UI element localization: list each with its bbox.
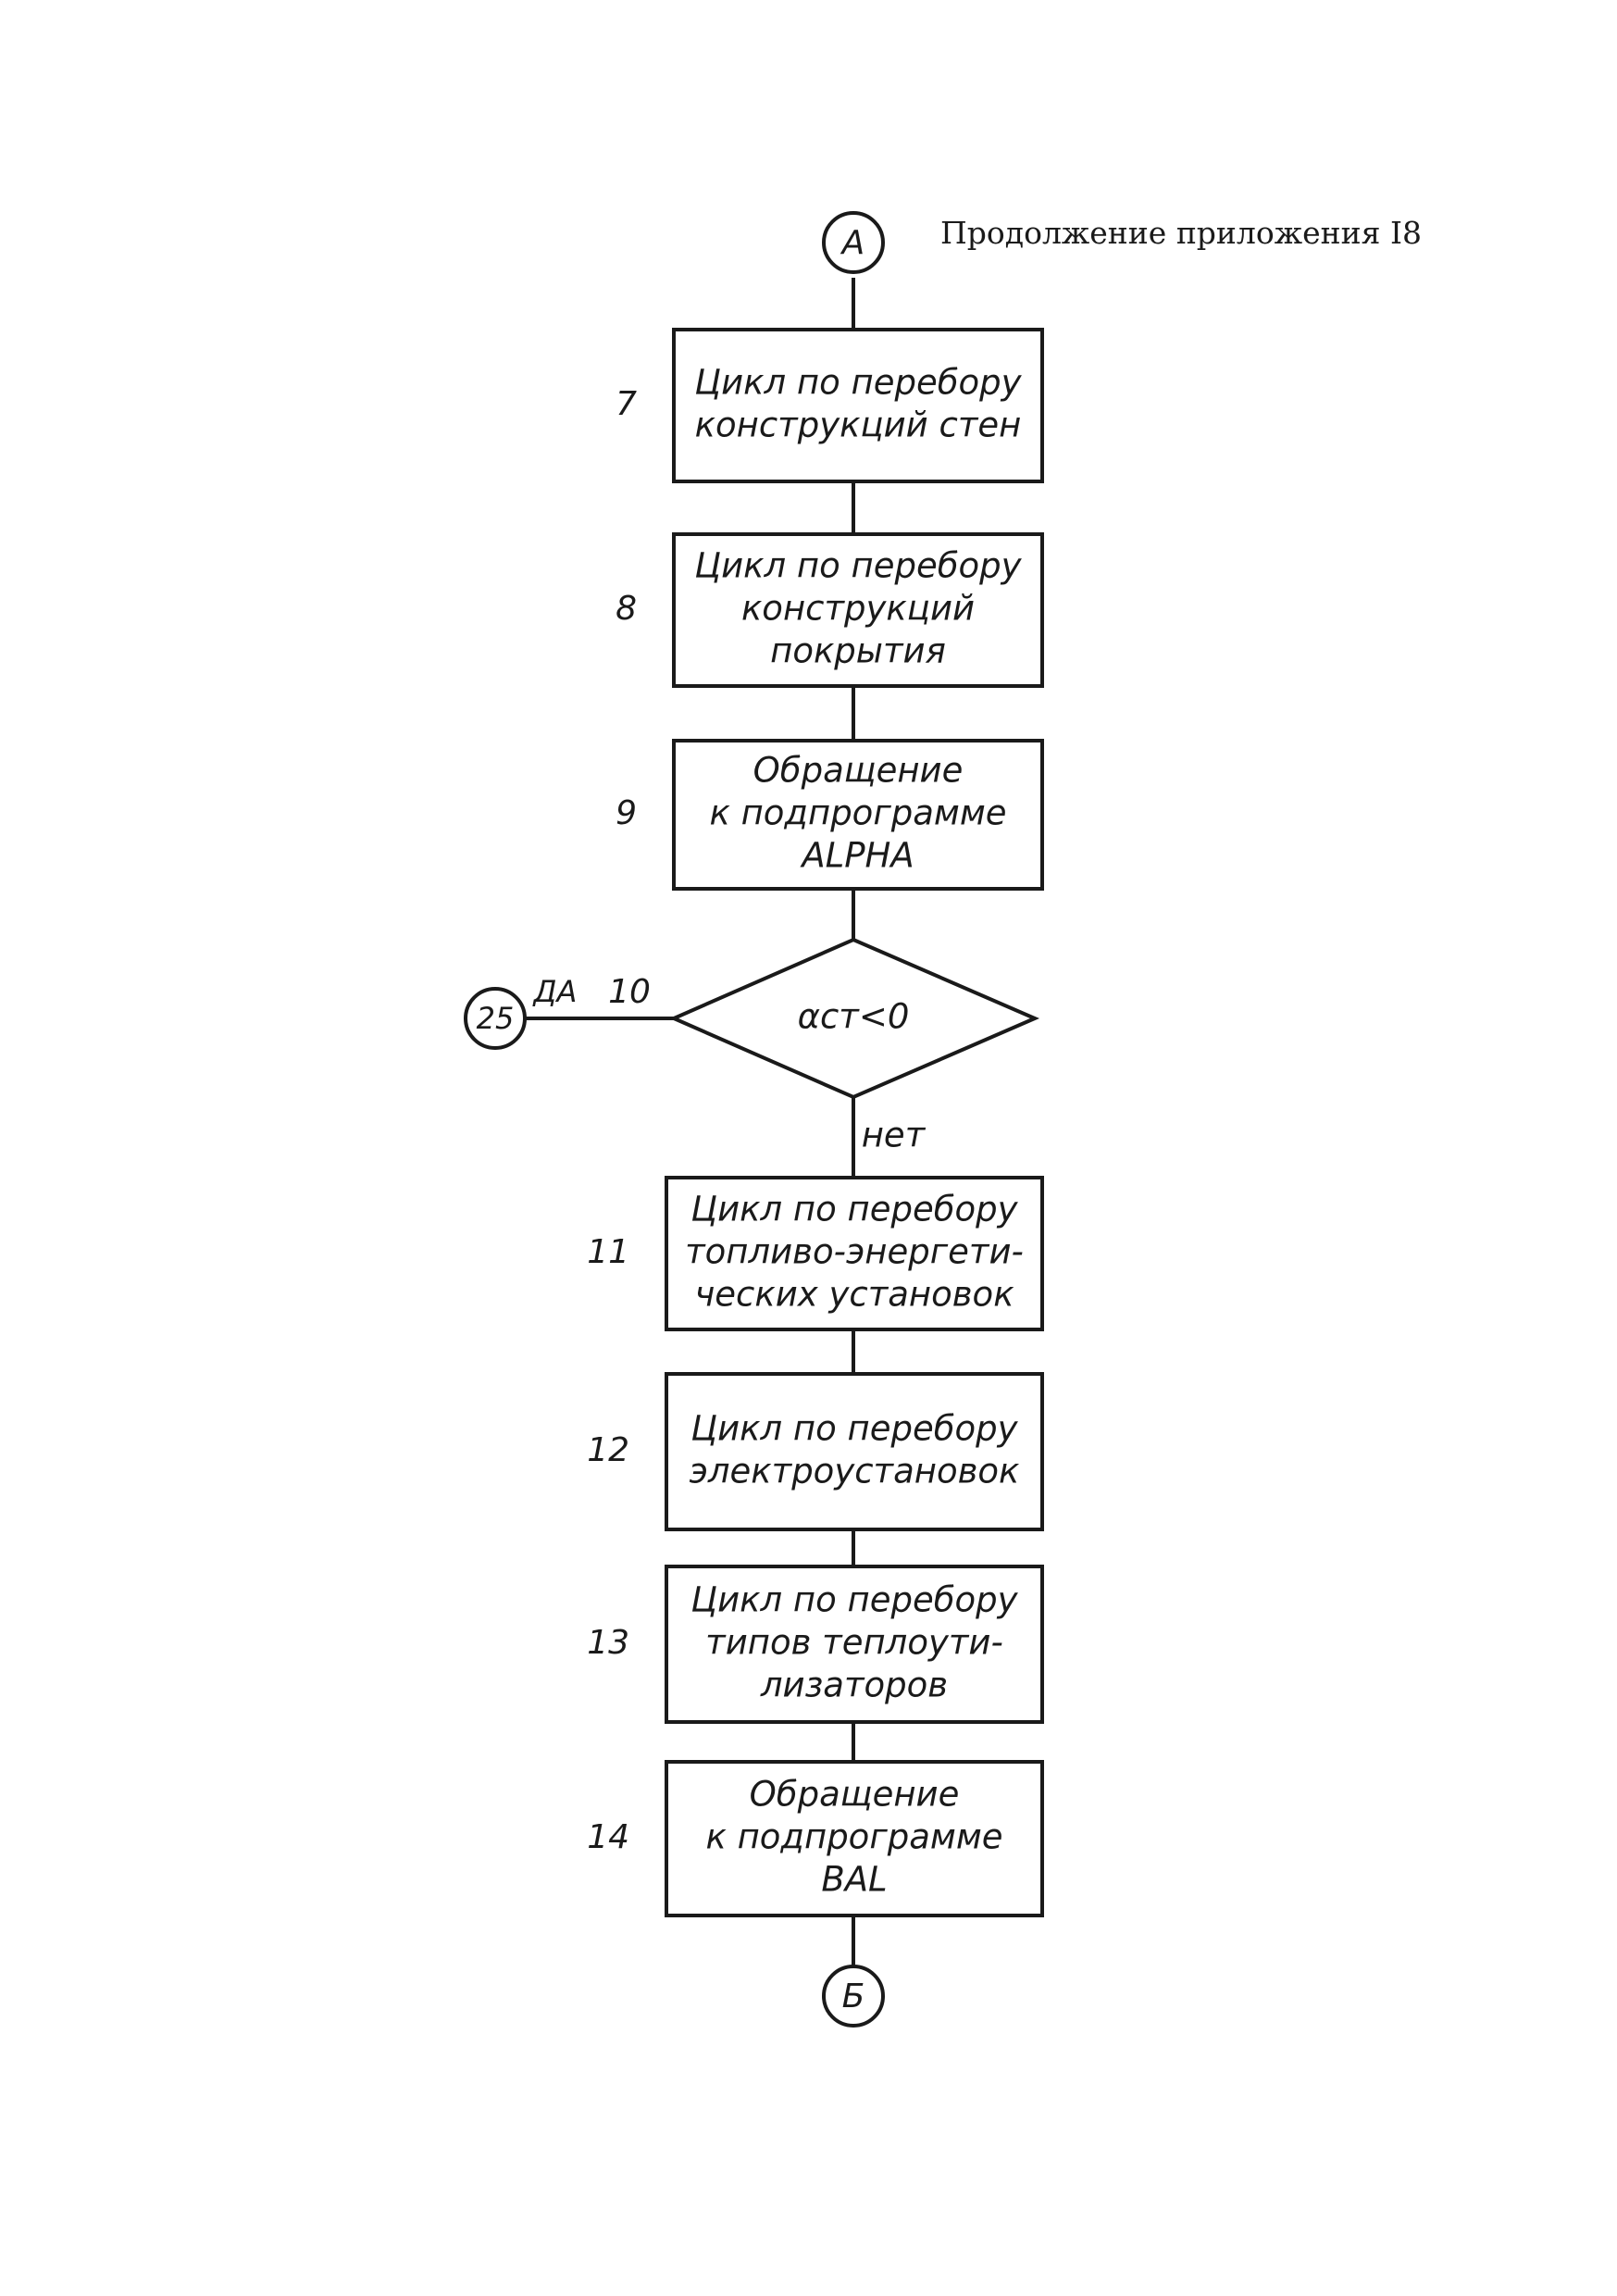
connector-label-a: А [840, 224, 865, 262]
process-block-text: конструкций стен [695, 406, 1022, 445]
decision-condition: αст<0 [798, 997, 910, 1037]
decision-diamond [669, 937, 1040, 1100]
process-block-text: конструкций [741, 589, 975, 629]
connector-label-b: Б [842, 1978, 865, 2015]
process-block [672, 532, 1044, 688]
process-block-text: Цикл по перебору [694, 363, 1022, 403]
process-block [665, 1565, 1044, 1724]
process-block [672, 328, 1044, 483]
connector-label-25: 25 [477, 1001, 515, 1036]
process-block-text: BAL [821, 1860, 887, 1900]
process-block-text: Цикл по перебору [690, 1580, 1018, 1620]
decision-number: 10 [608, 973, 651, 1011]
process-block-text: ALPHA [800, 836, 914, 876]
block-number: 13 [587, 1624, 629, 1662]
decision-yes-label: ДА [532, 974, 578, 1009]
process-block-text: электроустановок [690, 1452, 1020, 1491]
process-block-text: Цикл по перебору [690, 1190, 1018, 1229]
flow-lines [526, 278, 855, 1966]
process-block-text: Цикл по перебору [690, 1409, 1018, 1449]
page-header: Продолжение приложения I8 [940, 215, 1422, 251]
process-block-text: топливо-энергети- [685, 1232, 1024, 1272]
process-block-text: к подпрограмме [705, 1817, 1002, 1857]
process-block-text: Цикл по перебору [694, 546, 1022, 586]
connector-circle-b [822, 1965, 885, 2028]
process-block-text: лизаторов [760, 1666, 948, 1705]
block-number: 8 [616, 590, 637, 628]
decision-no-label: нет [862, 1116, 927, 1155]
process-block-text: покрытия [770, 631, 946, 671]
connector-circle-a [822, 211, 885, 274]
process-block-text: ческих установок [694, 1275, 1014, 1315]
connector-circle-25 [464, 987, 527, 1050]
block-number: 9 [616, 794, 637, 832]
block-number: 14 [587, 1818, 629, 1856]
process-block-text: типов теплоути- [705, 1623, 1003, 1663]
block-number: 11 [587, 1233, 629, 1271]
process-block [665, 1372, 1044, 1531]
process-block-text: к подпрограмме [709, 793, 1006, 833]
process-block [665, 1176, 1044, 1331]
process-block-text: Обращение [753, 751, 964, 791]
process-block [665, 1760, 1044, 1917]
process-block [672, 739, 1044, 891]
block-number: 7 [616, 385, 637, 423]
process-block-text: Обращение [750, 1775, 960, 1815]
block-number: 12 [587, 1431, 629, 1469]
